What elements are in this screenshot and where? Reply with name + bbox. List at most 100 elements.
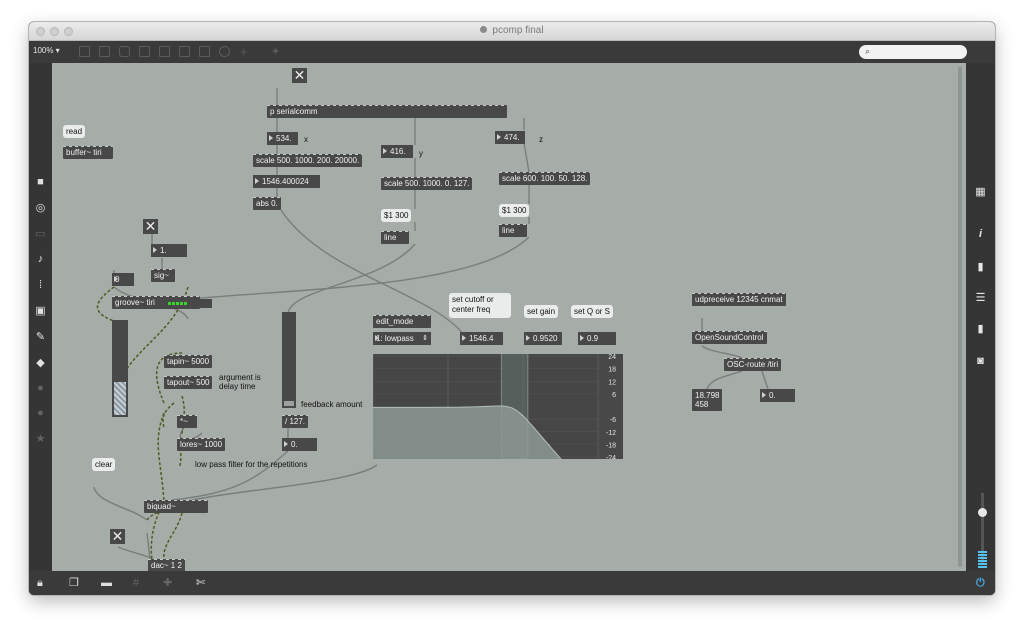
- presentation-icon[interactable]: ❐: [69, 577, 79, 589]
- grid-icon[interactable]: #: [133, 577, 140, 589]
- z-number-box[interactable]: 474.: [495, 131, 525, 144]
- image-icon[interactable]: ▣: [35, 305, 46, 317]
- sig-number-box[interactable]: 1.: [151, 244, 187, 257]
- lores-object[interactable]: lores~ 1000: [177, 438, 226, 451]
- zoom-window-button[interactable]: [64, 27, 73, 36]
- sig-toggle[interactable]: ✕: [143, 218, 158, 234]
- scale-z-object[interactable]: scale 600. 100. 50. 128.: [499, 172, 591, 185]
- clear-message[interactable]: clear: [92, 458, 116, 471]
- abs-object[interactable]: abs 0.: [253, 197, 281, 210]
- feedback-number-box[interactable]: 0.: [282, 438, 317, 451]
- info-icon[interactable]: i: [978, 228, 983, 240]
- dac-toggle[interactable]: ✕: [110, 528, 125, 544]
- new-object-icon[interactable]: [79, 46, 90, 57]
- title-bar: pcomp final: [29, 22, 995, 41]
- y-number-box[interactable]: 416.: [381, 145, 413, 158]
- window-icon[interactable]: ▭: [35, 228, 46, 240]
- lowpass-comment: low pass filter for the repetitions: [195, 460, 308, 469]
- filter-type-selected: 1: lowpass: [376, 334, 414, 343]
- feedback-slider[interactable]: [282, 312, 296, 408]
- volume-slider-track[interactable]: [981, 493, 984, 563]
- plug-icon[interactable]: ◆: [36, 357, 45, 369]
- patcher-toolbar: 100% ▾ + ✦ ⌕: [29, 41, 995, 63]
- add-object-icon[interactable]: +: [240, 44, 248, 59]
- y-ramp-message[interactable]: $1 300: [381, 209, 412, 222]
- search-input[interactable]: ⌕: [859, 45, 967, 59]
- minimize-window-button[interactable]: [50, 27, 59, 36]
- button-icon[interactable]: [159, 46, 170, 57]
- circle-icon[interactable]: ●: [37, 407, 44, 419]
- udpreceive-object[interactable]: udpreceive 12345 cnmat: [692, 293, 786, 306]
- slider-icon[interactable]: [199, 46, 210, 57]
- filtergraph-db-tick-label: -18: [606, 442, 616, 449]
- osc-route-object[interactable]: OSC-route /tiri: [724, 358, 782, 371]
- star-icon[interactable]: ★: [35, 433, 46, 445]
- book-icon[interactable]: ▮: [977, 323, 984, 335]
- display-icon[interactable]: ▬: [101, 577, 112, 589]
- list-icon[interactable]: ☰: [975, 292, 986, 304]
- biquad-object[interactable]: biquad~: [144, 500, 208, 513]
- filter-type-menu[interactable]: 1: lowpass ⇕: [373, 332, 431, 345]
- filtergraph-db-tick-label: -12: [606, 430, 616, 437]
- tapout-object[interactable]: tapout~ 500: [164, 376, 213, 389]
- delay-time-comment: argument is delay time: [219, 373, 261, 391]
- toggle-icon[interactable]: [139, 46, 150, 57]
- new-message-icon[interactable]: [99, 46, 110, 57]
- vertical-scrollbar[interactable]: [958, 67, 962, 567]
- opensoundcontrol-object[interactable]: OpenSoundControl: [692, 331, 767, 344]
- scale-x-object[interactable]: scale 500. 1000. 200. 20000.: [253, 154, 363, 167]
- buffer-object[interactable]: buffer~ tiri: [63, 146, 113, 159]
- divide-127-object[interactable]: / 127.: [282, 415, 309, 428]
- set-cutoff-message[interactable]: set cutoff or center freq: [449, 293, 511, 318]
- gain-number-box[interactable]: 0.9520: [524, 332, 562, 345]
- patcher-canvas[interactable]: ✕ p serialcomm 534. x 416. y 474. z scal…: [52, 63, 966, 571]
- x-number-box[interactable]: 534.: [267, 132, 298, 145]
- dial-icon[interactable]: [219, 46, 230, 57]
- sig-object[interactable]: sig~: [151, 269, 175, 282]
- dac-object[interactable]: dac~ 1 2: [148, 559, 185, 571]
- filtergraph-db-tick-label: 24: [608, 354, 616, 361]
- read-message[interactable]: read: [63, 125, 86, 138]
- z-ramp-message[interactable]: $1 300: [499, 204, 530, 217]
- line-z-object[interactable]: line: [499, 224, 527, 237]
- set-q-message[interactable]: set Q or S: [571, 305, 614, 318]
- add-node-icon[interactable]: ✚: [163, 577, 173, 589]
- multiply-object[interactable]: *~: [177, 415, 197, 428]
- x-label: x: [304, 135, 308, 144]
- left-sidebar: ■ ◎ ▭ ♪ ⁞ ▣ ✎ ◆ ● ● ★: [29, 63, 52, 571]
- wrench-icon[interactable]: ✄: [196, 577, 206, 589]
- line-y-object[interactable]: line: [381, 231, 409, 244]
- serialcomm-subpatcher[interactable]: p serialcomm: [267, 105, 507, 118]
- int-number-box[interactable]: 0: [112, 273, 134, 286]
- note-icon[interactable]: ♪: [37, 253, 44, 265]
- comment-icon[interactable]: [119, 46, 130, 57]
- cube-icon[interactable]: ■: [37, 176, 44, 188]
- book-icon[interactable]: ▮: [977, 261, 984, 273]
- power-icon[interactable]: ⏻: [976, 577, 985, 589]
- clear-icon[interactable]: ✦: [271, 46, 281, 58]
- close-window-button[interactable]: [36, 27, 45, 36]
- camera-icon[interactable]: ◙: [977, 355, 984, 367]
- document-icon: [480, 25, 488, 33]
- number-icon[interactable]: [179, 46, 190, 57]
- cutoff-number-box[interactable]: 1546.4: [460, 332, 503, 345]
- paperclip-icon[interactable]: ✎: [35, 331, 46, 343]
- circle-icon[interactable]: ●: [37, 382, 44, 394]
- lock-icon[interactable]: 🔒︎: [37, 577, 43, 589]
- osc-value-message[interactable]: 18.798 458: [692, 389, 723, 411]
- pin-icon[interactable]: ⁞: [38, 279, 43, 291]
- target-icon[interactable]: ◎: [35, 202, 46, 214]
- groove-level-slider[interactable]: [112, 320, 128, 417]
- tapin-object[interactable]: tapin~ 5000: [164, 355, 213, 368]
- q-number-box[interactable]: 0.9: [578, 332, 616, 345]
- volume-slider-handle[interactable]: [978, 508, 987, 517]
- edit-mode-object[interactable]: edit_mode: [373, 315, 431, 328]
- osc-number-box[interactable]: 0.: [760, 389, 795, 402]
- x-scaled-number[interactable]: 1546.400024: [253, 175, 320, 188]
- set-gain-message[interactable]: set gain: [524, 305, 559, 318]
- grid-icon[interactable]: ▦: [975, 186, 986, 198]
- scale-y-object[interactable]: scale 500. 1000. 0. 127.: [381, 177, 473, 190]
- zoom-menu[interactable]: 100% ▾: [33, 46, 60, 55]
- serial-toggle[interactable]: ✕: [292, 67, 307, 83]
